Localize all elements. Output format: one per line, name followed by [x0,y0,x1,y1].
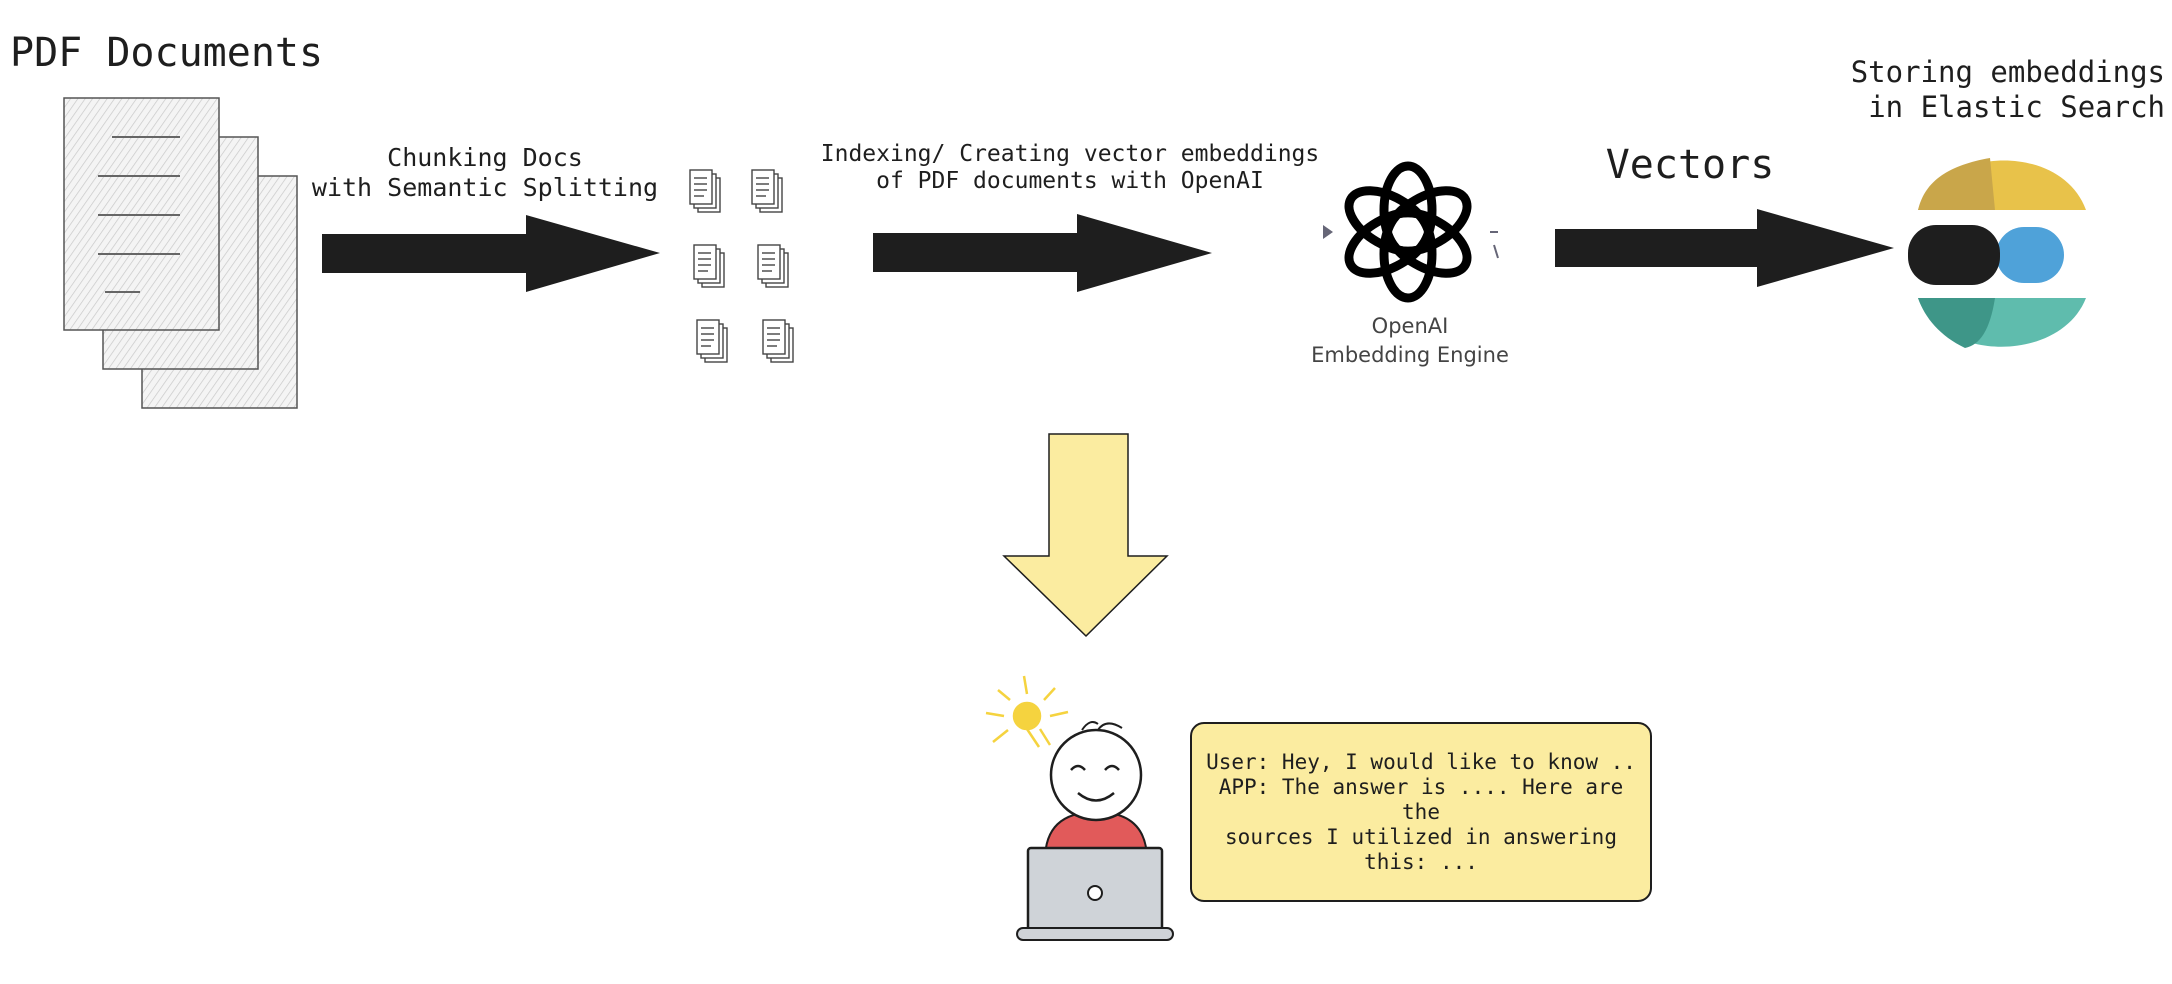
arrow-vectors [1555,209,1894,287]
small-marker-icon [1493,244,1499,259]
vectors-label: Vectors [1605,142,1775,188]
chunk-icon [689,169,794,363]
lightbulb-icon [985,675,1069,748]
indexing-label: Indexing/ Creating vector embeddings of … [820,141,1320,194]
elasticsearch-logo-icon [1908,158,2086,348]
pdf-documents-title: PDF Documents [10,30,324,76]
laptop-icon [1016,846,1174,941]
storing-embeddings-label: Storing embeddings in Elastic Search [1850,55,2165,124]
down-arrow [1002,433,1169,638]
chat-bubble: User: Hey, I would like to know .. APP: … [1190,722,1652,902]
chat-text: User: Hey, I would like to know .. APP: … [1206,749,1636,874]
small-marker-icon [1323,225,1333,239]
person-icon [1043,721,1149,861]
chunking-label: Chunking Docs with Semantic Splitting [311,143,659,202]
arrow-chunking [322,215,660,292]
document-stack-icon [63,97,298,409]
arrow-indexing [873,214,1212,292]
openai-engine-label: OpenAI Embedding Engine [1311,314,1509,367]
openai-logo-icon [1344,161,1472,303]
